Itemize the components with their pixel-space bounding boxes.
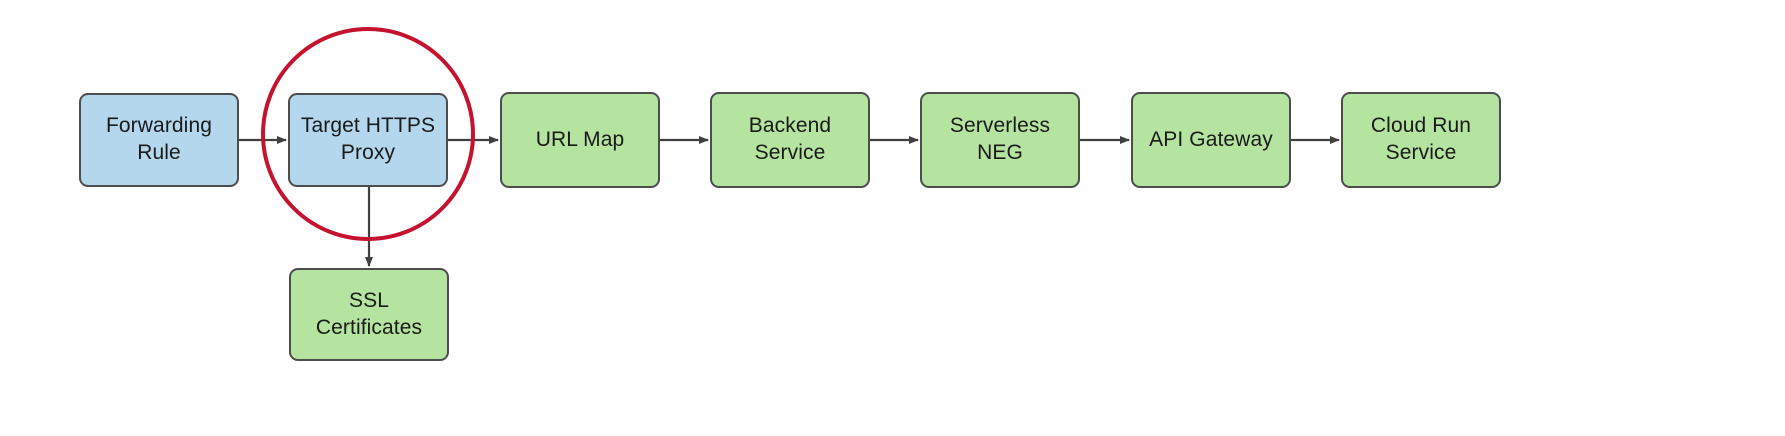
node-target-https-proxy[interactable]: Target HTTPS Proxy — [288, 93, 448, 187]
node-cloud-run-service[interactable]: Cloud Run Service — [1341, 92, 1501, 188]
node-url-map[interactable]: URL Map — [500, 92, 660, 188]
node-forwarding-rule[interactable]: Forwarding Rule — [79, 93, 239, 187]
node-ssl-certificates[interactable]: SSL Certificates — [289, 268, 449, 361]
highlight-circle-annotation — [261, 27, 475, 241]
node-backend-service[interactable]: Backend Service — [710, 92, 870, 188]
node-serverless-neg[interactable]: Serverless NEG — [920, 92, 1080, 188]
node-api-gateway[interactable]: API Gateway — [1131, 92, 1291, 188]
